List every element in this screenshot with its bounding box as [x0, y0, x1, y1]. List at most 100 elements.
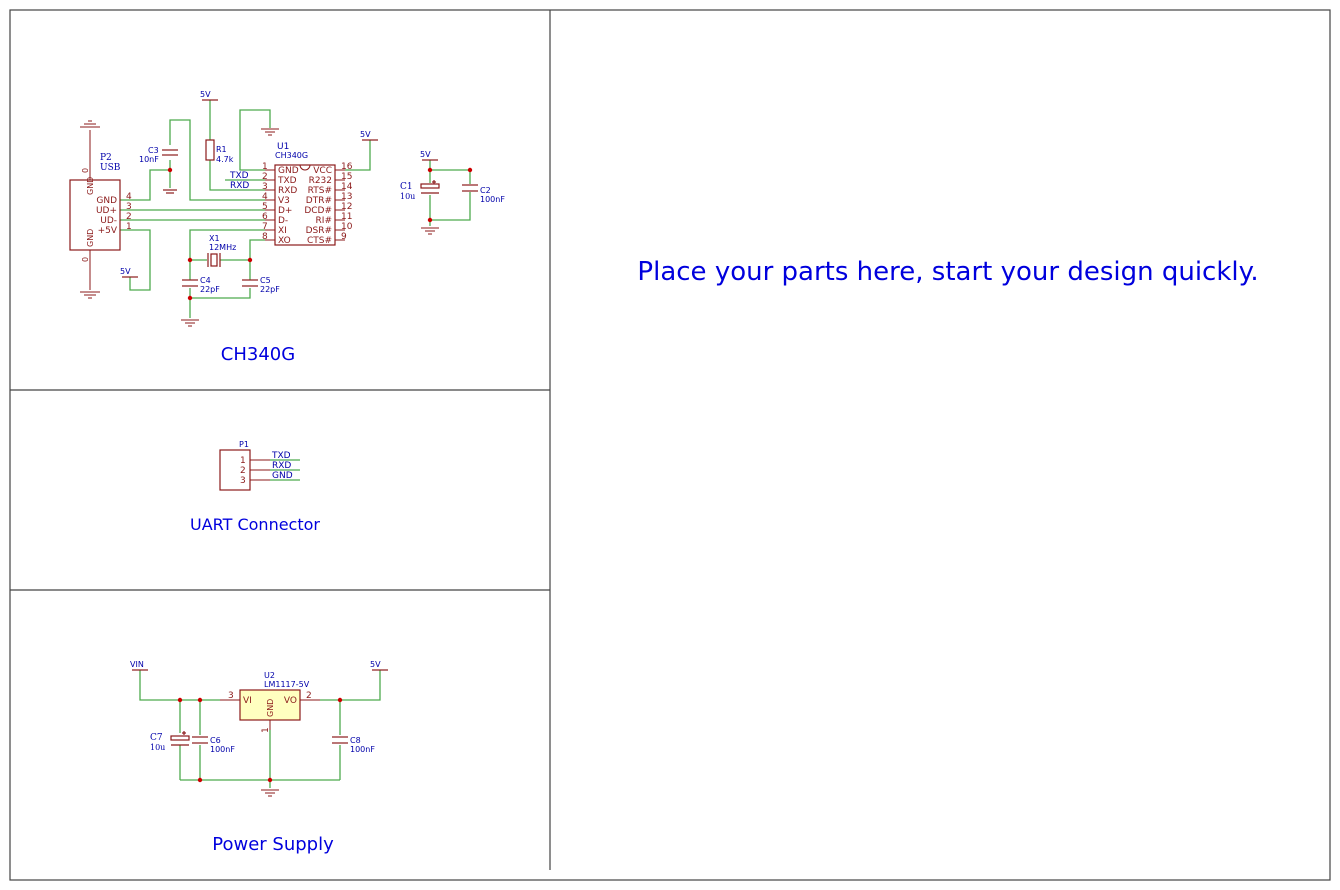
- power-section: VIN 5V U2 LM1117-5V VI VO GND 3 2 1 C7: [130, 660, 388, 797]
- u1-pin-num: 10: [341, 222, 353, 232]
- p1-pin-num: 1: [240, 456, 246, 466]
- c1-5v-label: 5V: [420, 150, 431, 159]
- gnd-symbol: [261, 789, 279, 797]
- u1-pin-name: RTS#: [308, 186, 332, 196]
- c4-value: 22pF: [200, 285, 220, 294]
- section-title-uart: UART Connector: [190, 515, 320, 534]
- uart-net-label: TXD: [271, 451, 291, 461]
- gnd-symbol: [421, 227, 439, 235]
- u1-pin-num: 4: [262, 192, 268, 202]
- c1-ref: C1: [400, 182, 413, 192]
- capacitor-c8: [332, 736, 348, 744]
- power-wires: [139, 670, 381, 788]
- u2-pin-num-vi: 3: [228, 691, 234, 701]
- ch340g-junctions: [167, 167, 473, 301]
- ch340g-section: P2 USB GND GND 0 0 GND UD+ UD- +5V 4 3 2…: [69, 90, 505, 327]
- u2-value: LM1117-5V: [264, 680, 310, 689]
- capacitor-c2: [462, 184, 478, 192]
- r1-value: 4.7k: [216, 155, 234, 164]
- u1-pin-num: 7: [262, 222, 268, 232]
- u1-pin-num: 14: [341, 182, 353, 192]
- p1-ref: P1: [239, 440, 249, 449]
- c2-value: 100nF: [480, 195, 505, 204]
- c7-value: 10u: [150, 743, 165, 752]
- usb-5v-label: 5V: [120, 267, 131, 276]
- design-hint-text: Place your parts here, start your design…: [637, 257, 1258, 287]
- p2-pin-num: 2: [126, 212, 132, 222]
- u1-pin-name: DCD#: [304, 206, 332, 216]
- resistor-r1: [202, 99, 218, 161]
- c1-value: 10u: [400, 192, 415, 201]
- u1-pin-name: TXD: [277, 176, 297, 186]
- u1-pin-name: DTR#: [306, 196, 332, 206]
- c6-ref: C6: [210, 736, 221, 745]
- r1-5v-label: 5V: [200, 90, 211, 99]
- u1-pin-name: R232: [309, 176, 332, 186]
- u2-pin-vo: VO: [284, 696, 297, 706]
- p2-pin-num: 1: [126, 222, 132, 232]
- u1-pin-name: D-: [278, 216, 288, 226]
- c3-value: 10nF: [139, 155, 159, 164]
- u1-value: CH340G: [275, 151, 308, 160]
- p1-pin-num: 2: [240, 466, 246, 476]
- capacitor-c5: [242, 279, 258, 287]
- power-5v-label: 5V: [370, 660, 381, 669]
- gnd-symbol: [181, 319, 199, 327]
- p2-shield-name-top: GND: [86, 177, 95, 195]
- capacitor-c6: [192, 736, 208, 744]
- x1-value: 12MHz: [209, 243, 236, 252]
- vin-label: VIN: [130, 660, 144, 669]
- u1-pin-name: CTS#: [307, 236, 332, 246]
- sheet-frame: [9, 9, 1331, 881]
- u2-ref: U2: [264, 671, 275, 680]
- capacitor-c3: [162, 149, 178, 194]
- c4-ref: C4: [200, 276, 211, 285]
- c8-ref: C8: [350, 736, 361, 745]
- c6-value: 100nF: [210, 745, 235, 754]
- usb-connector-p2: P2 USB GND GND 0 0 GND UD+ UD- +5V 4 3 2…: [69, 120, 132, 299]
- p2-pins: GND UD+ UD- +5V 4 3 2 1: [96, 192, 132, 236]
- u1-pin-name: RXD: [278, 186, 297, 196]
- ch340g-wires: [120, 100, 471, 318]
- p1-pin-num: 3: [240, 476, 246, 486]
- p2-value: USB: [100, 163, 121, 173]
- u1-pin-name: D+: [278, 206, 292, 216]
- capacitor-c1: [420, 180, 440, 194]
- p2-ref: P2: [100, 153, 112, 163]
- u1-pin-num: 13: [341, 192, 352, 202]
- x1-ref: X1: [209, 234, 220, 243]
- u1-pin-name: XO: [278, 236, 291, 246]
- p2-pin-name: UD+: [96, 206, 117, 216]
- u1-pin-num: 6: [262, 212, 268, 222]
- capacitor-c7: [170, 731, 190, 746]
- ic-u1-ch340g: U1 CH340G GND TXD RXD V3 D+ D- XI XO VCC…: [262, 142, 353, 246]
- u1-pin-num: 1: [262, 162, 268, 172]
- gnd-symbol: [261, 128, 279, 136]
- p2-pin-name: UD-: [100, 216, 117, 226]
- p2-shield-num-bottom: 0: [81, 257, 90, 262]
- u1-pin-name: RI#: [316, 216, 332, 226]
- net-label-rxd: RXD: [230, 181, 249, 191]
- u2-pin-vi: VI: [243, 696, 252, 706]
- u1-pin-name: DSR#: [306, 226, 332, 236]
- u1-pin-name: VCC: [313, 166, 332, 176]
- p2-pin-num: 3: [126, 202, 132, 212]
- u1-pin-num: 9: [341, 232, 347, 242]
- c5-value: 22pF: [260, 285, 280, 294]
- u1-pin-name: GND: [278, 166, 299, 176]
- u1-pin-num: 3: [262, 182, 268, 192]
- u2-pin-num-gnd: 1: [261, 727, 271, 733]
- u1-pin-num: 16: [341, 162, 353, 172]
- u1-pin-name: V3: [278, 196, 290, 206]
- u1-pin-num: 2: [262, 172, 268, 182]
- regulator-u2: U2 LM1117-5V VI VO GND 3 2 1: [220, 671, 320, 733]
- r1-ref: R1: [216, 145, 227, 154]
- p2-shield-num-top: 0: [81, 168, 90, 173]
- p2-pin-num: 4: [126, 192, 132, 202]
- section-title-ch340g: CH340G: [221, 344, 295, 365]
- u1-pin-num: 11: [341, 212, 352, 222]
- u1-pin-num: 12: [341, 202, 352, 212]
- power-junctions: [177, 697, 343, 783]
- uart-section: P1 1 2 3 TXD RXD GND: [219, 440, 300, 491]
